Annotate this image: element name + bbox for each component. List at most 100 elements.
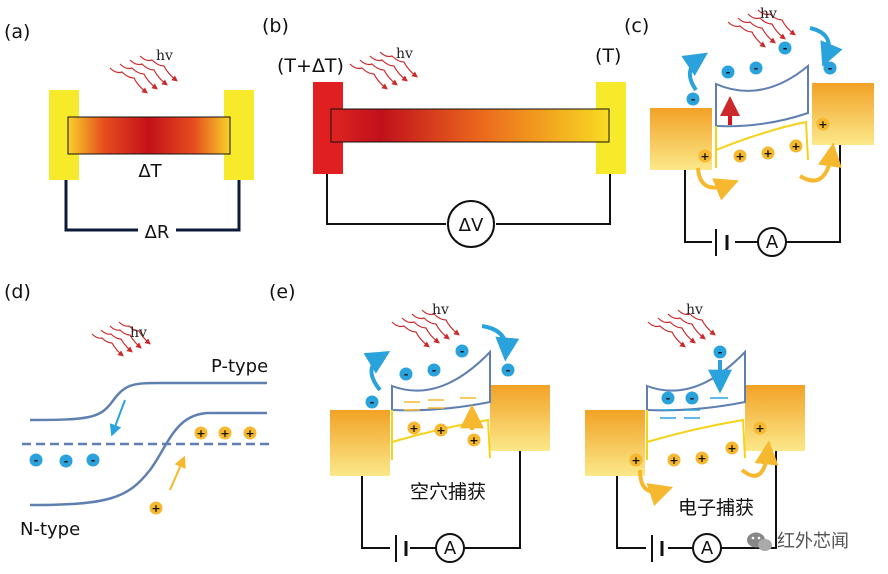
svg-text:-: - [404,368,409,381]
hole: + [629,453,643,467]
svg-text:-: - [691,93,696,106]
electron-escape-arrow-e-left-b [481,324,520,362]
svg-text:+: + [245,427,254,440]
hole: + [725,441,739,455]
svg-text:+: + [469,434,478,447]
svg-text:-: - [690,392,695,405]
svg-text:-: - [34,454,39,467]
panel-a: (a) ΔT ΔR hv [4,21,254,243]
hole: + [753,421,767,435]
cold-end-label: (T) [595,45,621,67]
svg-text:+: + [196,427,205,440]
electron: - [685,391,699,405]
wire-e-left-a [361,476,390,549]
hv-label-c: hv [760,6,777,22]
ammeter-label-c: A [766,232,779,253]
svg-text:-: - [370,396,375,409]
svg-text:-: - [91,454,96,467]
electron: - [749,61,763,75]
electron: - [686,92,700,106]
panel-label-b: (b) [262,15,289,37]
trap-levels-e-right [660,397,728,419]
valence-band-d [29,411,267,507]
svg-text:+: + [409,422,418,435]
panel-label-d: (d) [4,281,31,303]
svg-text:-: - [828,62,833,75]
panel-e-left: A hv - - - - - + + + 空穴捕获 [330,302,550,563]
watermark: 红外芯闻 [747,531,849,552]
voltmeter-label: ΔV [459,215,484,236]
wire-c-right [784,145,841,243]
wire-e-left-b [462,451,521,549]
wire-c-left [684,170,712,243]
photon-waves-c [727,9,796,48]
svg-text:+: + [755,422,764,435]
caption-electron-trapping: 电子捕获 [678,497,754,519]
electron: - [721,65,735,79]
electron-escape-arrow-e-left-a [363,351,391,392]
svg-text:-: - [432,364,437,377]
electron: - [86,453,100,467]
ammeter-e-left [435,533,465,563]
n-type-label: N-type [20,519,80,540]
panel-label-e: (e) [269,281,296,303]
hole-flow-arrow-c-left [696,167,739,201]
svg-text:+: + [631,454,640,467]
electron: - [661,391,675,405]
hv-label-e-left: hv [432,302,449,318]
photon-waves-b [349,51,418,90]
conduction-band-d [29,381,267,422]
svg-text:-: - [64,455,69,468]
svg-text:-: - [726,66,731,79]
electron: - [823,61,837,75]
photon-waves-a [109,55,178,94]
ammeter-label-e-right: A [701,538,714,559]
svg-text:+: + [220,427,229,440]
hole: + [761,146,775,160]
contact-block-e-left-b [490,385,550,451]
panel-b: (b) (T+ΔT) (T) ΔV hv [262,15,626,248]
watermark-text: 红外芯闻 [777,531,849,552]
hole: + [194,426,208,440]
wire-e-right-b [720,451,777,549]
carriers-e-right: - - - + + + + + [629,345,767,467]
wire-b-right [496,172,611,225]
valence-band-c [715,120,809,161]
hole: + [789,139,803,153]
svg-text:-: - [506,364,511,377]
svg-text:-: - [460,345,465,358]
electron: - [427,363,441,377]
heated-bar-b [330,108,610,143]
trap-levels-e-left [404,397,476,411]
hole-flow-arrow-e-right-b [740,440,779,478]
voltmeter-b [447,200,495,248]
caption-hole-trapping: 空穴捕获 [410,481,486,503]
electron: - [455,344,469,358]
hole: + [434,423,448,437]
svg-text:+: + [735,150,744,163]
electron-escape-arrow-c-right [809,26,843,67]
svg-text:+: + [727,442,736,455]
hole: + [733,149,747,163]
panel-d: (d) hv P-type N-type - - - + + + + [4,281,270,540]
heated-bar-a [67,116,231,155]
svg-text:-: - [666,392,671,405]
hv-label-d: hv [130,325,147,341]
panel-e-right: A hv - - - + + + + + 电子捕获 [585,302,805,563]
hole: + [667,453,681,467]
contact-block-e-left-a [330,410,390,476]
electron: - [29,453,43,467]
hot-end-label: (T+ΔT) [277,55,344,77]
hv-label-e-right: hv [686,302,703,318]
svg-text:+: + [700,150,709,163]
hole-flow-arrow-c-right [798,142,842,183]
hole: + [149,501,163,515]
svg-text:+: + [697,452,706,465]
svg-text:-: - [783,42,788,55]
delta-t-label: ΔT [138,161,162,182]
wire-a-right [176,178,241,232]
electron: - [501,363,515,377]
wire-e-right-a [616,476,646,549]
panel-label-a: (a) [4,21,30,43]
wire-a-left [64,178,138,232]
